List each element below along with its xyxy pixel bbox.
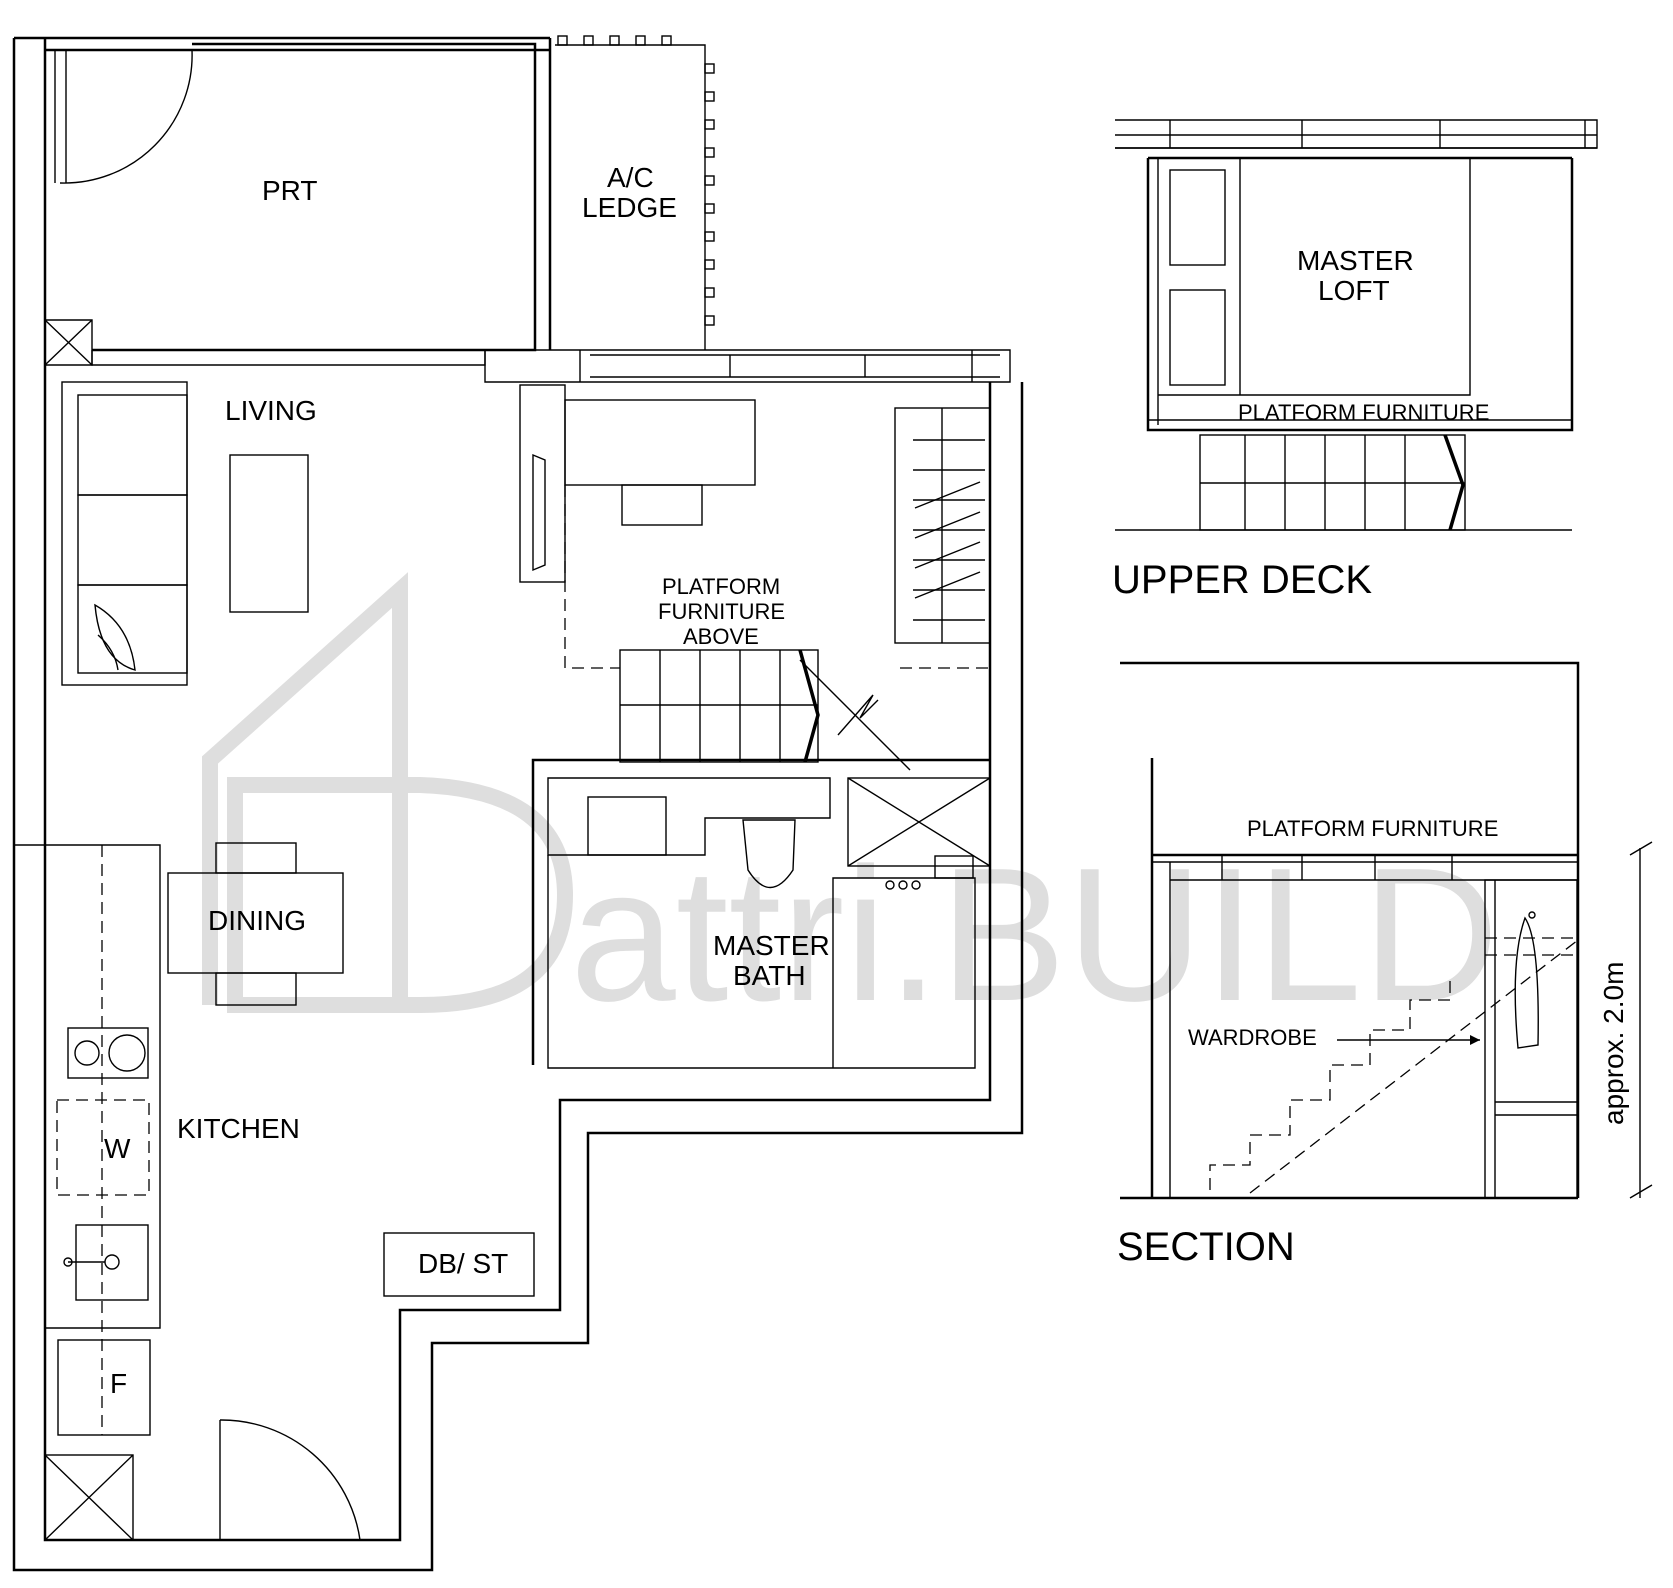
watermark-d-logo	[227, 777, 574, 1013]
room-label-platform-above-line-1: PLATFORM	[662, 574, 780, 599]
living-area: LIVING	[61, 381, 317, 686]
room-label-ac-ledge-line-1: A/C	[607, 162, 654, 193]
appliance-label-washer: W	[104, 1133, 131, 1164]
loft-bedside-2	[1169, 289, 1226, 386]
toilet	[742, 819, 796, 888]
upper-deck-platform-label: PLATFORM FURNITURE	[1238, 400, 1489, 425]
room-label-living: LIVING	[225, 395, 317, 426]
hob	[67, 1027, 149, 1079]
tv-console	[519, 384, 566, 583]
prt-room: PRT	[44, 38, 552, 366]
room-label-prt: PRT	[262, 175, 318, 206]
entrance-door	[219, 1419, 361, 1541]
room-label-ac-ledge-line-2: LEDGE	[582, 192, 677, 223]
section-platform-label: PLATFORM FURNITURE	[1247, 816, 1498, 841]
room-label-platform-above-line-2: FURNITURE	[658, 599, 785, 624]
sofa	[61, 381, 188, 686]
vanity-basin	[587, 796, 667, 856]
ac-ledge-railing	[557, 35, 715, 326]
watermark-house-logo	[202, 572, 408, 1005]
shower-shaft	[847, 777, 991, 867]
room-label-kitchen: KITCHEN	[177, 1113, 300, 1144]
section-wardrobe-label: WARDROBE	[1188, 1025, 1317, 1050]
fridge	[57, 1339, 151, 1436]
db-store: DB/ ST	[383, 1232, 535, 1297]
room-label-master-loft-line-2: LOFT	[1318, 275, 1390, 306]
section-drawing: PLATFORM FURNITURE WARDROBE approx. 2.0m…	[1117, 661, 1653, 1269]
service-shaft	[44, 1454, 134, 1541]
room-label-master-loft-line-1: MASTER	[1297, 245, 1414, 276]
appliance-label-fridge: F	[110, 1368, 127, 1399]
section-wardrobe	[1484, 879, 1578, 1199]
upper-deck-drawing: MASTER LOFT PLATFORM FURNITURE UPPER DEC…	[1112, 119, 1598, 602]
loft-bedside-1	[1169, 169, 1226, 266]
bedroom-window	[484, 349, 1011, 383]
master-bath: MASTER BATH	[531, 758, 991, 1069]
washer	[56, 1099, 150, 1196]
loft-stairs	[619, 649, 911, 771]
room-label-platform-above-line-3: ABOVE	[683, 624, 759, 649]
section-height-note: approx. 2.0m	[1598, 962, 1629, 1125]
study-desk	[564, 399, 756, 486]
room-label-dining: DINING	[208, 905, 306, 936]
dining-area: DINING	[167, 842, 344, 1006]
room-label-master-bath-line-2: BATH	[733, 960, 806, 991]
kitchen-area: W F KITCHEN	[14, 844, 300, 1436]
watermark: attri.BUILD	[202, 572, 1499, 1041]
upper-deck-title: UPPER DECK	[1112, 558, 1372, 602]
room-label-master-bath-line-1: MASTER	[713, 930, 830, 961]
bedroom-platform-area: PLATFORM FURNITURE ABOVE	[519, 384, 991, 669]
room-label-db-st: DB/ ST	[418, 1248, 508, 1279]
watermark-text: attri.BUILD	[570, 829, 1499, 1041]
section-title: SECTION	[1117, 1225, 1295, 1269]
ac-ledge: A/C LEDGE	[555, 35, 715, 350]
coffee-table	[229, 454, 309, 613]
